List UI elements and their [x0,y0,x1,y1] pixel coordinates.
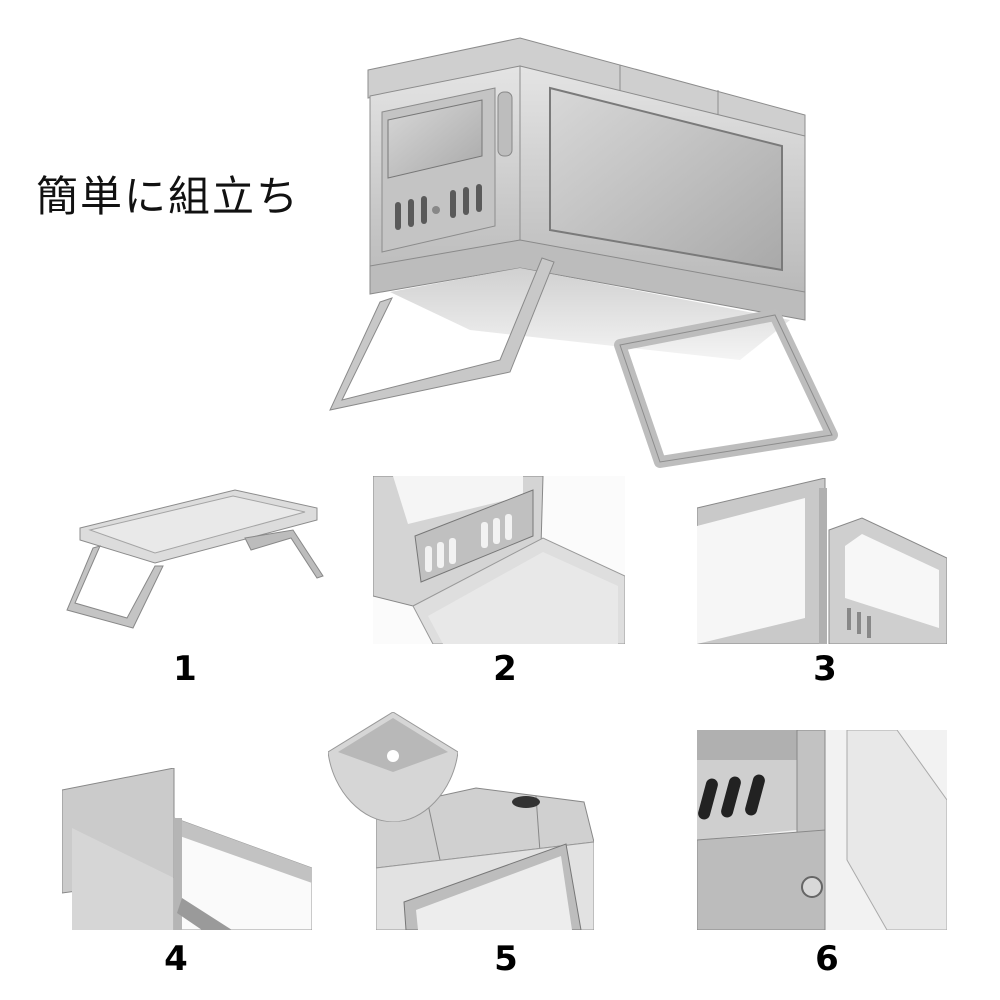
step-4-image [62,768,312,930]
step-4-number: 4 [164,939,188,979]
step-5-image [376,782,594,930]
step-1-image [55,478,345,638]
step-3-image [697,478,947,644]
step-5-number: 5 [494,939,518,979]
hero-stove-image [320,30,840,470]
step-2-number: 2 [493,649,517,689]
step-1-number: 1 [173,649,197,689]
step-6-number: 6 [815,939,839,979]
headline: 簡単に組立ち [36,172,301,221]
step-3-number: 3 [813,649,837,689]
step-2-image [373,476,625,644]
step-6-image [697,730,947,930]
step-5-corner-detail-inset [328,712,458,822]
